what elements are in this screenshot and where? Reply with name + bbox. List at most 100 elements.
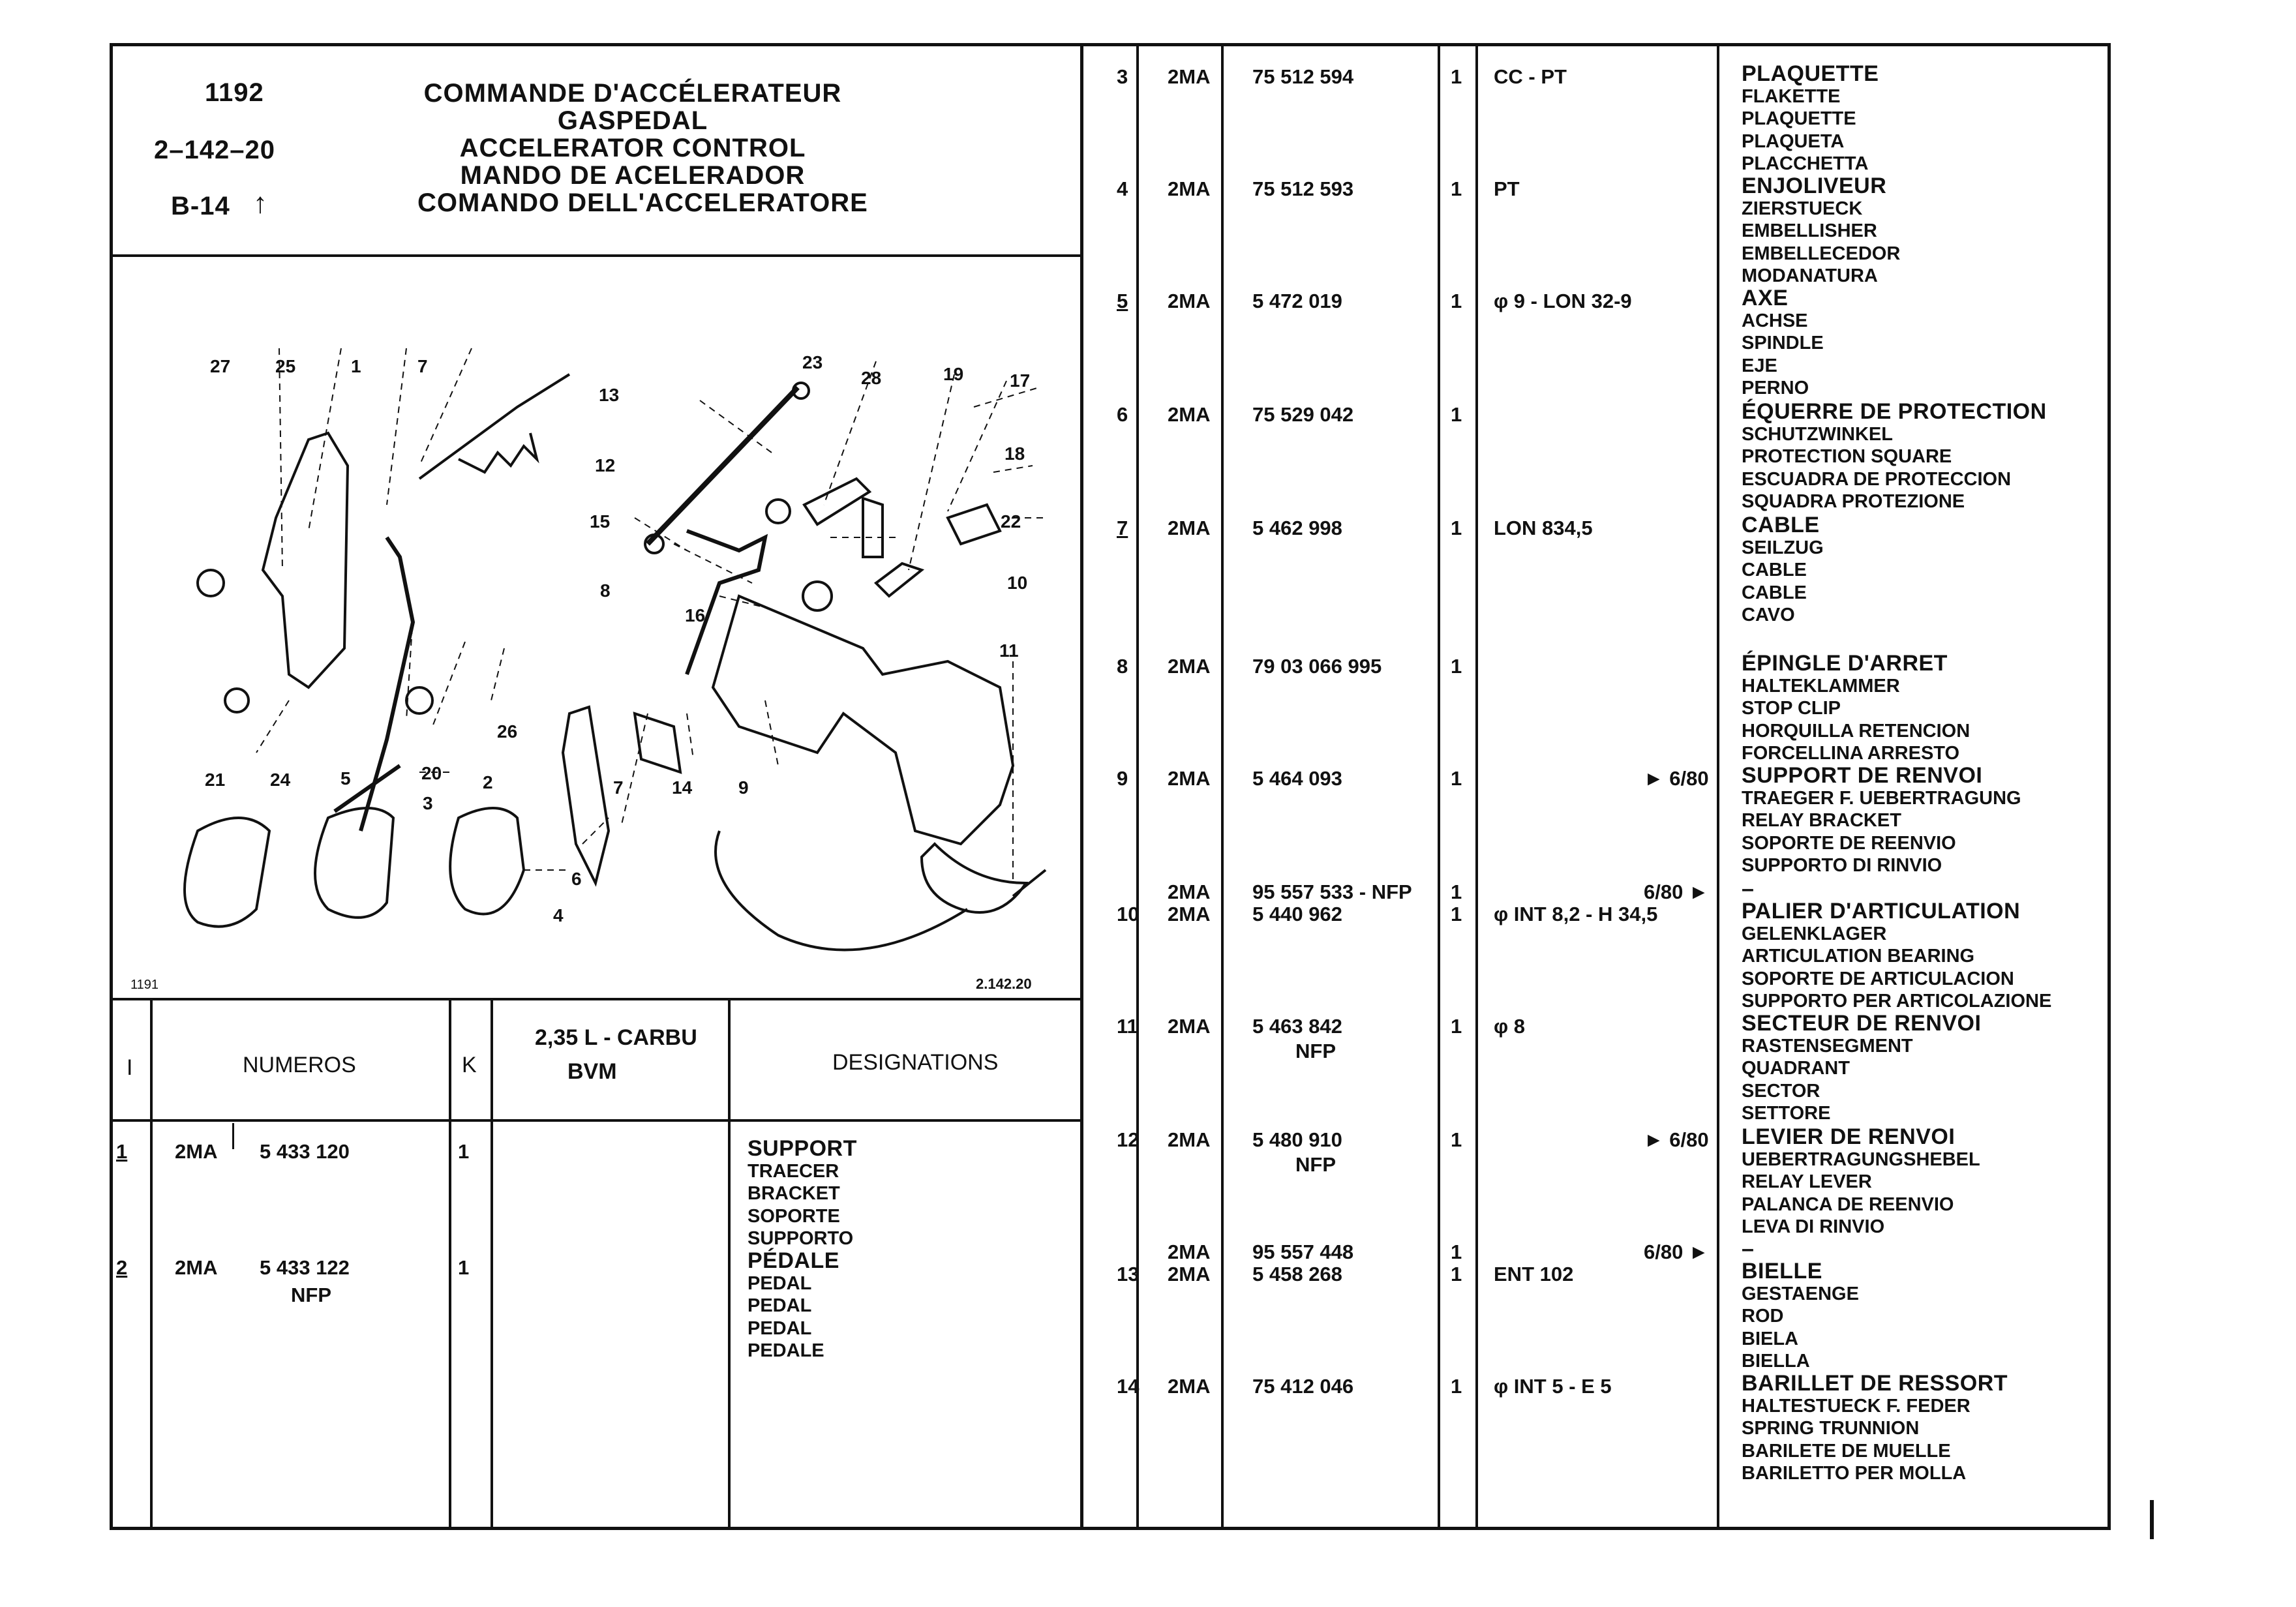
designation-line: SUPPORT DE RENVOI <box>1742 763 1983 788</box>
row-prefix: 2MA <box>1168 1240 1211 1263</box>
title-en: ACCELERATOR CONTROL <box>459 134 806 162</box>
designation-line: GELENKLAGER <box>1742 923 1887 944</box>
designation-line: SECTOR <box>1742 1080 1820 1102</box>
row-spec: CC - PT <box>1494 65 1567 88</box>
designation-line: ACHSE <box>1742 310 1808 331</box>
row-number: 5 472 019 <box>1252 290 1342 312</box>
designation-it: SUPPORTO <box>748 1228 854 1249</box>
callout-19: 19 <box>943 364 964 384</box>
row-prefix: 2MA <box>1168 767 1211 790</box>
cable-upper <box>418 373 571 480</box>
row-k: 1 <box>458 1256 470 1279</box>
row-index: 1 <box>116 1140 128 1163</box>
row-number: 5 464 093 <box>1252 767 1342 790</box>
row-index: 14 <box>1117 1375 1140 1398</box>
designation-line: BIELA <box>1742 1328 1798 1349</box>
callout-18: 18 <box>1004 443 1025 464</box>
designation-es: PEDAL <box>748 1317 812 1339</box>
callout-12: 12 <box>595 455 616 475</box>
callout-11: 11 <box>999 640 1019 661</box>
table-top-line <box>110 998 1081 1000</box>
designation-line: SQUADRA PROTEZIONE <box>1742 491 1965 512</box>
row-designation: – <box>1742 878 1754 901</box>
left-col-line-2 <box>449 999 451 1530</box>
designation-fr: PÉDALE <box>748 1248 839 1273</box>
row-index: 5 <box>1117 290 1128 312</box>
designation-line: BIELLE <box>1742 1259 1822 1284</box>
row-prefix: 2MA <box>1168 655 1211 678</box>
row-index: 12 <box>1117 1128 1140 1151</box>
right-col-line-2 <box>1221 43 1224 1530</box>
row-prefix: 2MA <box>1168 65 1211 88</box>
row-spec: φ 8 <box>1494 1015 1526 1038</box>
row-prefix: 2MA <box>1168 880 1211 903</box>
sector-shape <box>920 842 1029 914</box>
designation-line: STOP CLIP <box>1742 698 1841 719</box>
designation-line: BARILETTO PER MOLLA <box>1742 1463 1967 1484</box>
designation-line: EMBELLECEDOR <box>1742 243 1901 264</box>
row-spec: LON 834,5 <box>1494 517 1593 539</box>
designation-line: TRAEGER F. UEBERTRAGUNG <box>1742 787 2021 809</box>
designation-line: ESCUADRA DE PROTECCION <box>1742 468 2012 490</box>
callout-2: 2 <box>483 772 493 792</box>
designation-line: – <box>1742 877 1755 901</box>
row-index: 13 <box>1117 1263 1140 1285</box>
row-spec: φ INT 5 - E 5 <box>1494 1375 1612 1398</box>
callout-1: 1 <box>351 356 361 376</box>
row-number: 95 557 533 - NFP <box>1252 880 1412 903</box>
diagram-corner-right: 2.142.20 <box>976 976 1032 992</box>
col-header-numeros: NUMEROS <box>243 1053 356 1077</box>
panel-divider <box>1080 43 1083 1530</box>
callout-25: 25 <box>275 356 296 376</box>
right-col-line-4 <box>1475 43 1478 1530</box>
row-k: 1 <box>1451 1015 1462 1038</box>
designation-line: ROD <box>1742 1306 1784 1327</box>
left-col-line-1 <box>150 999 153 1530</box>
row-modification: ► 6/80 <box>1644 767 1709 790</box>
designation-line: ARTICULATION BEARING <box>1742 946 1975 967</box>
designation-en: PEDAL <box>748 1295 812 1316</box>
row-number: 5 433 120 <box>260 1140 350 1163</box>
designation-line: BARILLET DE RESSORT <box>1742 1371 2008 1396</box>
row-number-suffix: NFP <box>1295 1153 1336 1176</box>
row-modification: ► 6/80 <box>1644 1128 1709 1151</box>
callout-8: 8 <box>600 580 611 601</box>
header-code: 1192 <box>205 78 264 107</box>
designation-line: RELAY LEVER <box>1742 1171 1872 1192</box>
row-number: 5 458 268 <box>1252 1263 1342 1285</box>
margin-rule-mark <box>2150 1500 2154 1539</box>
designation-line: SOPORTE DE ARTICULACION <box>1742 968 2014 989</box>
title-fr: COMMANDE D'ACCÉLERATEUR <box>423 79 842 108</box>
row-spec: φ INT 8,2 - H 34,5 <box>1494 903 1658 925</box>
title-it: COMANDO DELL'ACCELERATORE <box>417 188 868 217</box>
designation-es: SOPORTE <box>748 1205 840 1227</box>
header-separator <box>110 254 1081 257</box>
designation-line: EMBELLISHER <box>1742 220 1877 241</box>
callout-6: 6 <box>571 869 582 889</box>
page-frame <box>110 43 2111 1530</box>
row-index: 3 <box>1117 65 1128 88</box>
row-number: 5 480 910 <box>1252 1128 1342 1151</box>
callout-27: 27 <box>210 356 231 376</box>
row-k: 1 <box>1451 403 1462 426</box>
row-spec: φ 9 - LON 32-9 <box>1494 290 1632 312</box>
designation-line: UEBERTRAGUNGSHEBEL <box>1742 1149 1980 1170</box>
designation-line: QUADRANT <box>1742 1058 1850 1079</box>
designation-line: RASTENSEGMENT <box>1742 1035 1913 1057</box>
designation-line: SOPORTE DE REENVIO <box>1742 832 1956 854</box>
designation-line: EJE <box>1742 355 1777 376</box>
row-prefix: 2MA <box>1168 1015 1211 1038</box>
row-prefix: 2MA <box>1168 903 1211 925</box>
designation-line: LEVIER DE RENVOI <box>1742 1124 1956 1149</box>
designation-line: SPRING TRUNNION <box>1742 1418 1920 1439</box>
designation-fr: SUPPORT <box>748 1136 857 1161</box>
right-col-line-3 <box>1438 43 1440 1530</box>
designation-it: PEDALE <box>748 1340 824 1361</box>
row-index: 7 <box>1117 517 1128 539</box>
